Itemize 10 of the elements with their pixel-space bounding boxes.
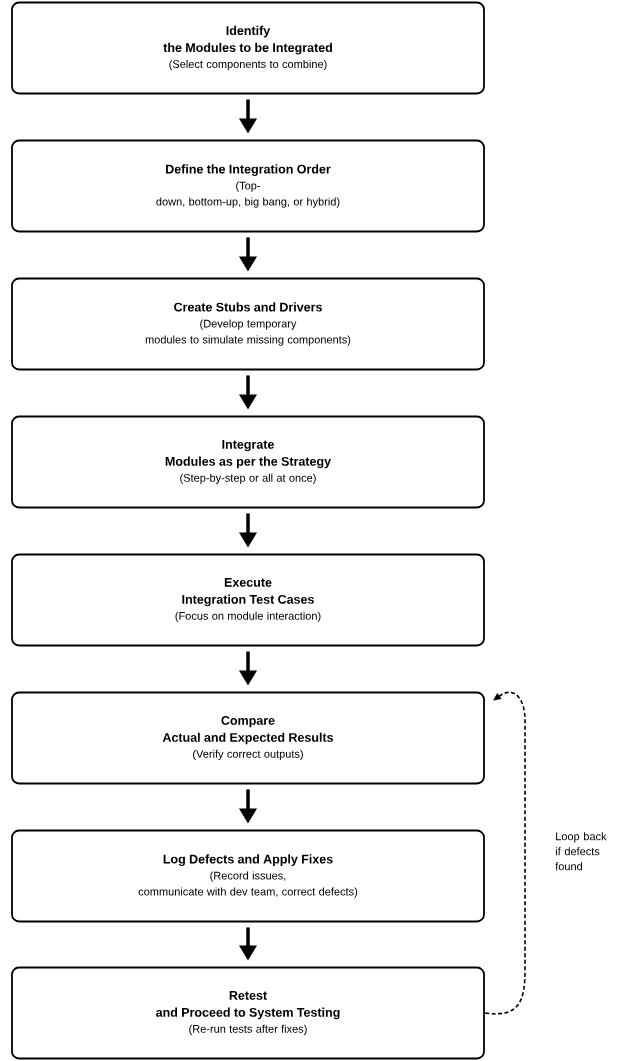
loop-arrow [484,691,526,1015]
process-box: Integrate Modules as per the Strategy (Step-by-step or all at once) [11,415,485,509]
edge-label: Loop back if defects found [555,832,607,871]
process-box: Log Defects and Apply Fixes (Record issues, communicate with dev team, correct defects) [11,829,485,923]
process-box: Execute Integration Test Cases (Focus on module interaction) [11,553,485,647]
process-box: Create Stubs and Drivers (Develop temporary modules to simulate missing components) [11,277,485,371]
process-box: Retest and Proceed to System Testing (Re-run tests after fixes) [11,966,485,1060]
process-box: Identify the Modules to be Integrated (Select components to combine) [11,1,485,95]
process-box: Define the Integration Order (Top-down, bottom-up, big bang, or hybrid) [11,139,485,233]
process-box: Compare Actual and Expected Results (Verify correct outputs) [11,691,485,785]
